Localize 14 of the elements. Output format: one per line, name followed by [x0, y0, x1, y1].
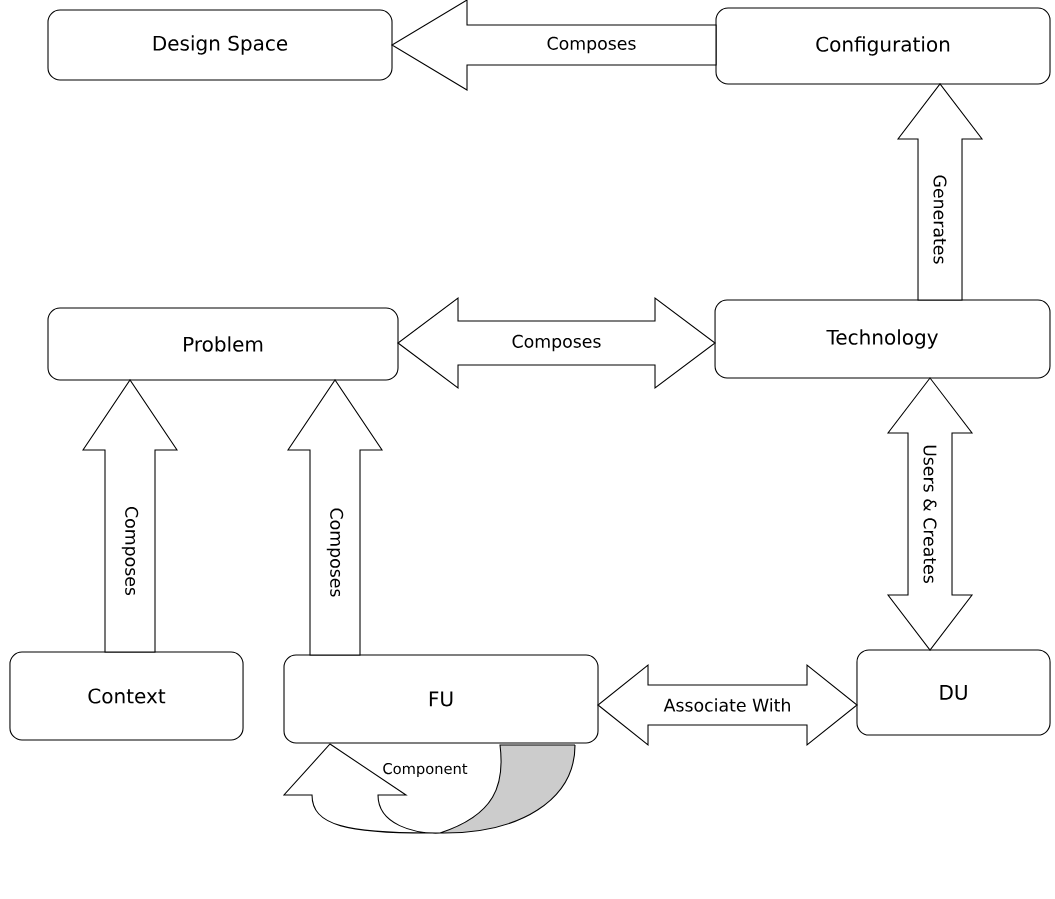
edge-label: Composes: [545, 35, 638, 55]
process-box: Context: [9, 651, 244, 741]
process-box: Configuration: [715, 7, 1051, 85]
edge-label: Generates: [932, 173, 948, 266]
process-box: FU: [283, 654, 599, 744]
process-box: Design Space: [47, 9, 393, 81]
process-box: DU: [856, 649, 1051, 736]
process-box: Technology: [714, 299, 1051, 379]
edge-label: Component: [383, 763, 468, 777]
process-box: Problem: [47, 307, 399, 381]
edge-label: Composes: [120, 504, 140, 598]
edge-label: Users & Creates: [922, 442, 938, 586]
edge-label: Composes: [325, 506, 345, 599]
edge-label: Composes: [510, 333, 603, 353]
